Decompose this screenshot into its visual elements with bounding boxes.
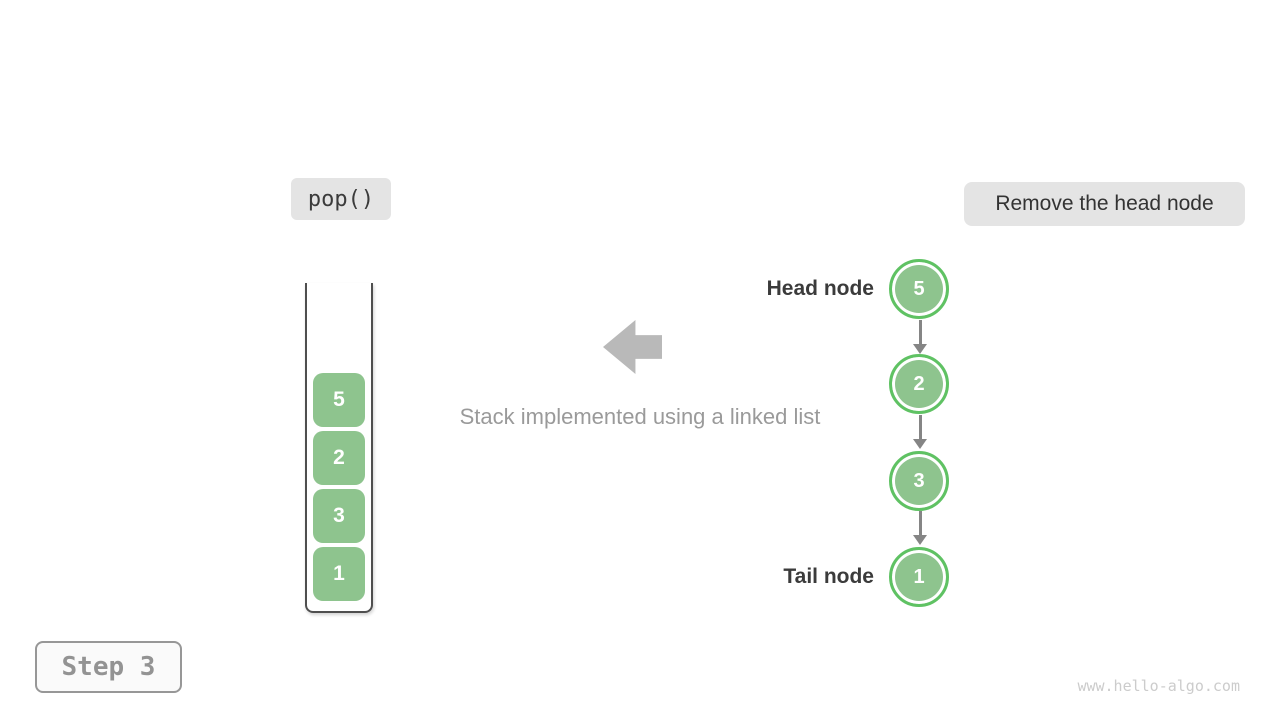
stack-item: 5 bbox=[313, 373, 365, 427]
linked-list-node: 1 bbox=[889, 547, 949, 607]
head-node-label: Head node bbox=[766, 277, 874, 300]
arrow-line bbox=[918, 511, 922, 536]
stack-item: 2 bbox=[313, 431, 365, 485]
linked-list-node: 2 bbox=[889, 354, 949, 414]
arrow-line bbox=[918, 415, 922, 440]
step-badge: Step 3 bbox=[35, 641, 182, 693]
stack-item: 3 bbox=[313, 489, 365, 543]
linked-list-node: 5 bbox=[889, 259, 949, 319]
description-badge: Remove the head node bbox=[964, 182, 1245, 226]
arrow-head bbox=[913, 535, 927, 545]
tail-node-label: Tail node bbox=[783, 565, 874, 588]
down-arrow-icon bbox=[910, 415, 930, 449]
pop-operation-badge: pop() bbox=[291, 178, 391, 220]
caption-text: Stack implemented using a linked list bbox=[459, 404, 821, 429]
stack-container: 5 2 3 1 bbox=[305, 283, 373, 613]
watermark: www.hello-algo.com bbox=[1077, 677, 1240, 695]
left-block-arrow-icon bbox=[603, 320, 662, 374]
down-arrow-icon bbox=[910, 320, 930, 354]
linked-list-node: 3 bbox=[889, 451, 949, 511]
arrow-head bbox=[913, 439, 927, 449]
arrow-head bbox=[913, 344, 927, 354]
stack-item: 1 bbox=[313, 547, 365, 601]
down-arrow-icon bbox=[910, 511, 930, 545]
arrow-line bbox=[918, 320, 922, 345]
